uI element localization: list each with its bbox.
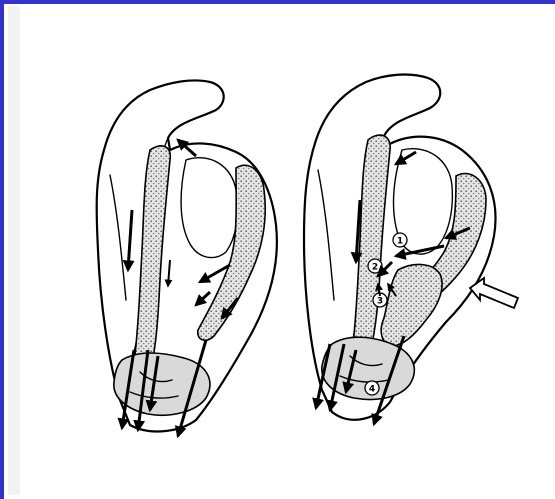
marker-1: 1 bbox=[393, 233, 407, 247]
left-hand-diagram bbox=[97, 80, 277, 436]
marker-4: 4 bbox=[365, 381, 379, 395]
svg-text:3: 3 bbox=[377, 297, 383, 307]
marker-2: 2 bbox=[368, 259, 382, 273]
left-palm-hollow bbox=[181, 158, 237, 258]
right-metacarpal-bone bbox=[381, 264, 442, 346]
svg-text:1: 1 bbox=[397, 237, 403, 247]
right-hand-diagram: 1 2 3 4 bbox=[304, 75, 496, 424]
hollow-arrow-icon bbox=[470, 278, 518, 308]
left-index-bone bbox=[134, 146, 170, 374]
svg-text:2: 2 bbox=[372, 263, 378, 273]
left-thumb-bone bbox=[198, 165, 265, 340]
svg-text:4: 4 bbox=[369, 385, 375, 395]
